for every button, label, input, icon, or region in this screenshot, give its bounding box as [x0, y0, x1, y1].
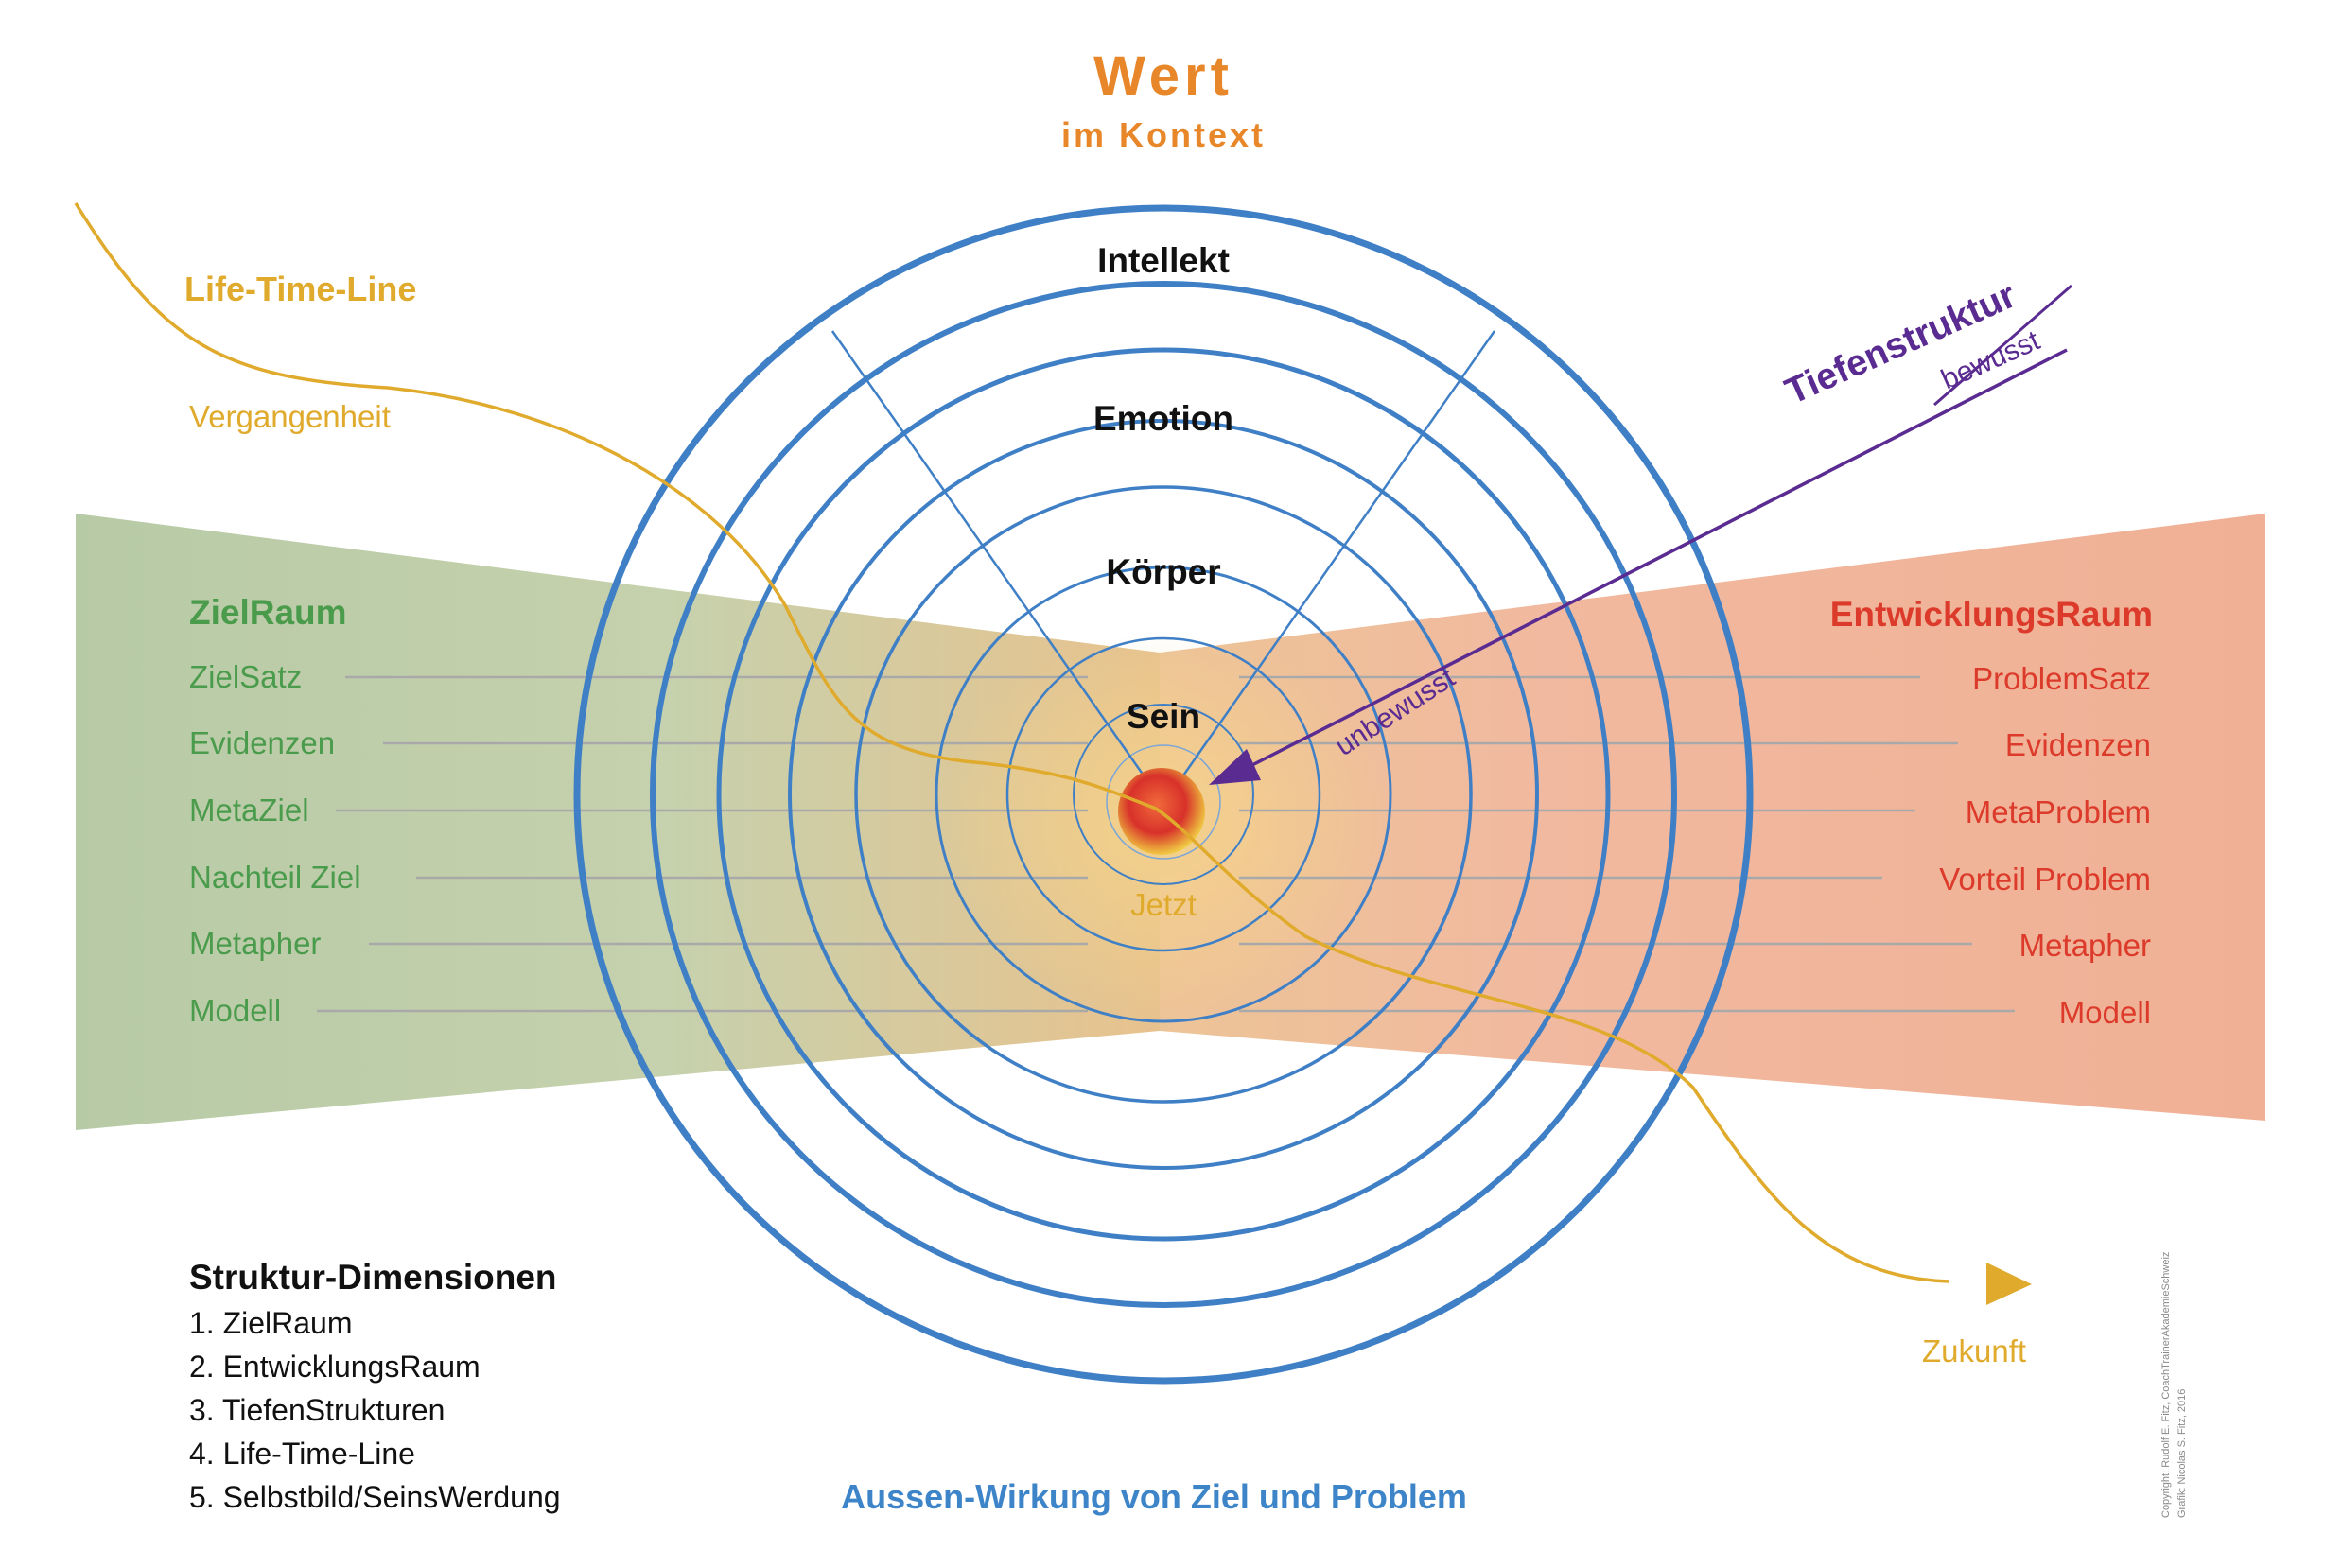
entwicklungs-raum-item: Modell	[2059, 995, 2151, 1030]
ring-sein-inner	[1073, 704, 1254, 885]
tiefenstruktur-separator	[1933, 284, 2072, 407]
ring-label-sein: Sein	[1127, 697, 1200, 736]
ring-intellekt-outer	[573, 204, 1754, 1385]
concentric-rings	[573, 204, 1754, 1385]
title-sub: im Kontext	[1061, 115, 1266, 154]
legend-item: 5. Selbstbild/SeinsWerdung	[189, 1480, 561, 1514]
ring-label-emotion: Emotion	[1093, 399, 1233, 438]
life-time-line-arrowhead	[1986, 1263, 2032, 1305]
title-main: Wert	[1093, 45, 1233, 107]
entwicklungs-raum-band	[1160, 514, 2265, 1121]
entwicklungs-raum-item: ProblemSatz	[1972, 661, 2151, 696]
copyright-line-2: Grafik: Nicolas S. Fitz, 2016	[2176, 1389, 2188, 1518]
ring-core	[1106, 744, 1221, 860]
ziel-raum-heading: ZielRaum	[189, 593, 347, 632]
entwicklungs-raum-heading: EntwicklungsRaum	[1830, 595, 2153, 634]
entwicklungs-raum-item: Vorteil Problem	[1939, 862, 2151, 897]
tiefenstruktur-arrowhead	[1209, 749, 1261, 785]
ring-intellekt-inner	[650, 281, 1677, 1308]
life-time-line-label: Life-Time-Line	[184, 270, 416, 308]
ring-sein-outer	[1005, 636, 1321, 952]
ziel-raum-item: Metapher	[189, 926, 321, 961]
entwicklungs-raum-items: ProblemSatz Evidenzen MetaProblem Vortei…	[1939, 661, 2151, 1030]
ring-koerper-outer	[854, 485, 1473, 1104]
life-time-line-curve	[74, 202, 1949, 1283]
ring-label-intellekt: Intellekt	[1097, 241, 1230, 280]
sector-lines	[830, 330, 1496, 805]
ring-label-koerper: Körper	[1106, 552, 1220, 591]
legend-heading: Struktur-Dimensionen	[189, 1258, 557, 1297]
ziel-raum-item: Nachteil Ziel	[189, 860, 361, 895]
legend-item: 2. EntwicklungsRaum	[189, 1350, 481, 1384]
entwicklungs-raum-item: MetaProblem	[1966, 794, 2151, 829]
legend-item: 3. TiefenStrukturen	[189, 1393, 445, 1427]
ring-koerper-inner	[935, 566, 1392, 1023]
ring-label-jetzt: Jetzt	[1130, 887, 1197, 922]
ziel-raum-items: ZielSatz Evidenzen MetaZiel Nachteil Zie…	[189, 659, 361, 1028]
copyright-line-1: Copyright: Rudolf E. Fitz, CoachTrainerA…	[2160, 1252, 2172, 1518]
legend-items: 1. ZielRaum 2. EntwicklungsRaum 3. Tiefe…	[189, 1306, 561, 1514]
ring-emotion-outer	[716, 347, 1611, 1242]
future-label: Zukunft	[1922, 1333, 2026, 1368]
ring-emotion-inner	[788, 419, 1539, 1170]
past-label: Vergangenheit	[189, 399, 391, 434]
footer-caption: Aussen-Wirkung von Ziel und Problem	[841, 1477, 1467, 1516]
ziel-raum-item: Modell	[189, 993, 281, 1028]
ziel-raum-item: MetaZiel	[189, 793, 309, 828]
ziel-raum-guide-lines	[317, 675, 1088, 1013]
legend-item: 1. ZielRaum	[189, 1306, 353, 1340]
ziel-raum-band	[76, 514, 1160, 1130]
legend-item: 4. Life-Time-Line	[189, 1437, 415, 1471]
tiefenstruktur-arrow-line	[1246, 348, 2068, 770]
ziel-raum-item: ZielSatz	[189, 659, 302, 694]
entwicklungs-raum-item: Metapher	[2019, 928, 2151, 963]
entwicklungs-raum-item: Evidenzen	[2005, 727, 2151, 762]
ziel-raum-item: Evidenzen	[189, 725, 335, 760]
